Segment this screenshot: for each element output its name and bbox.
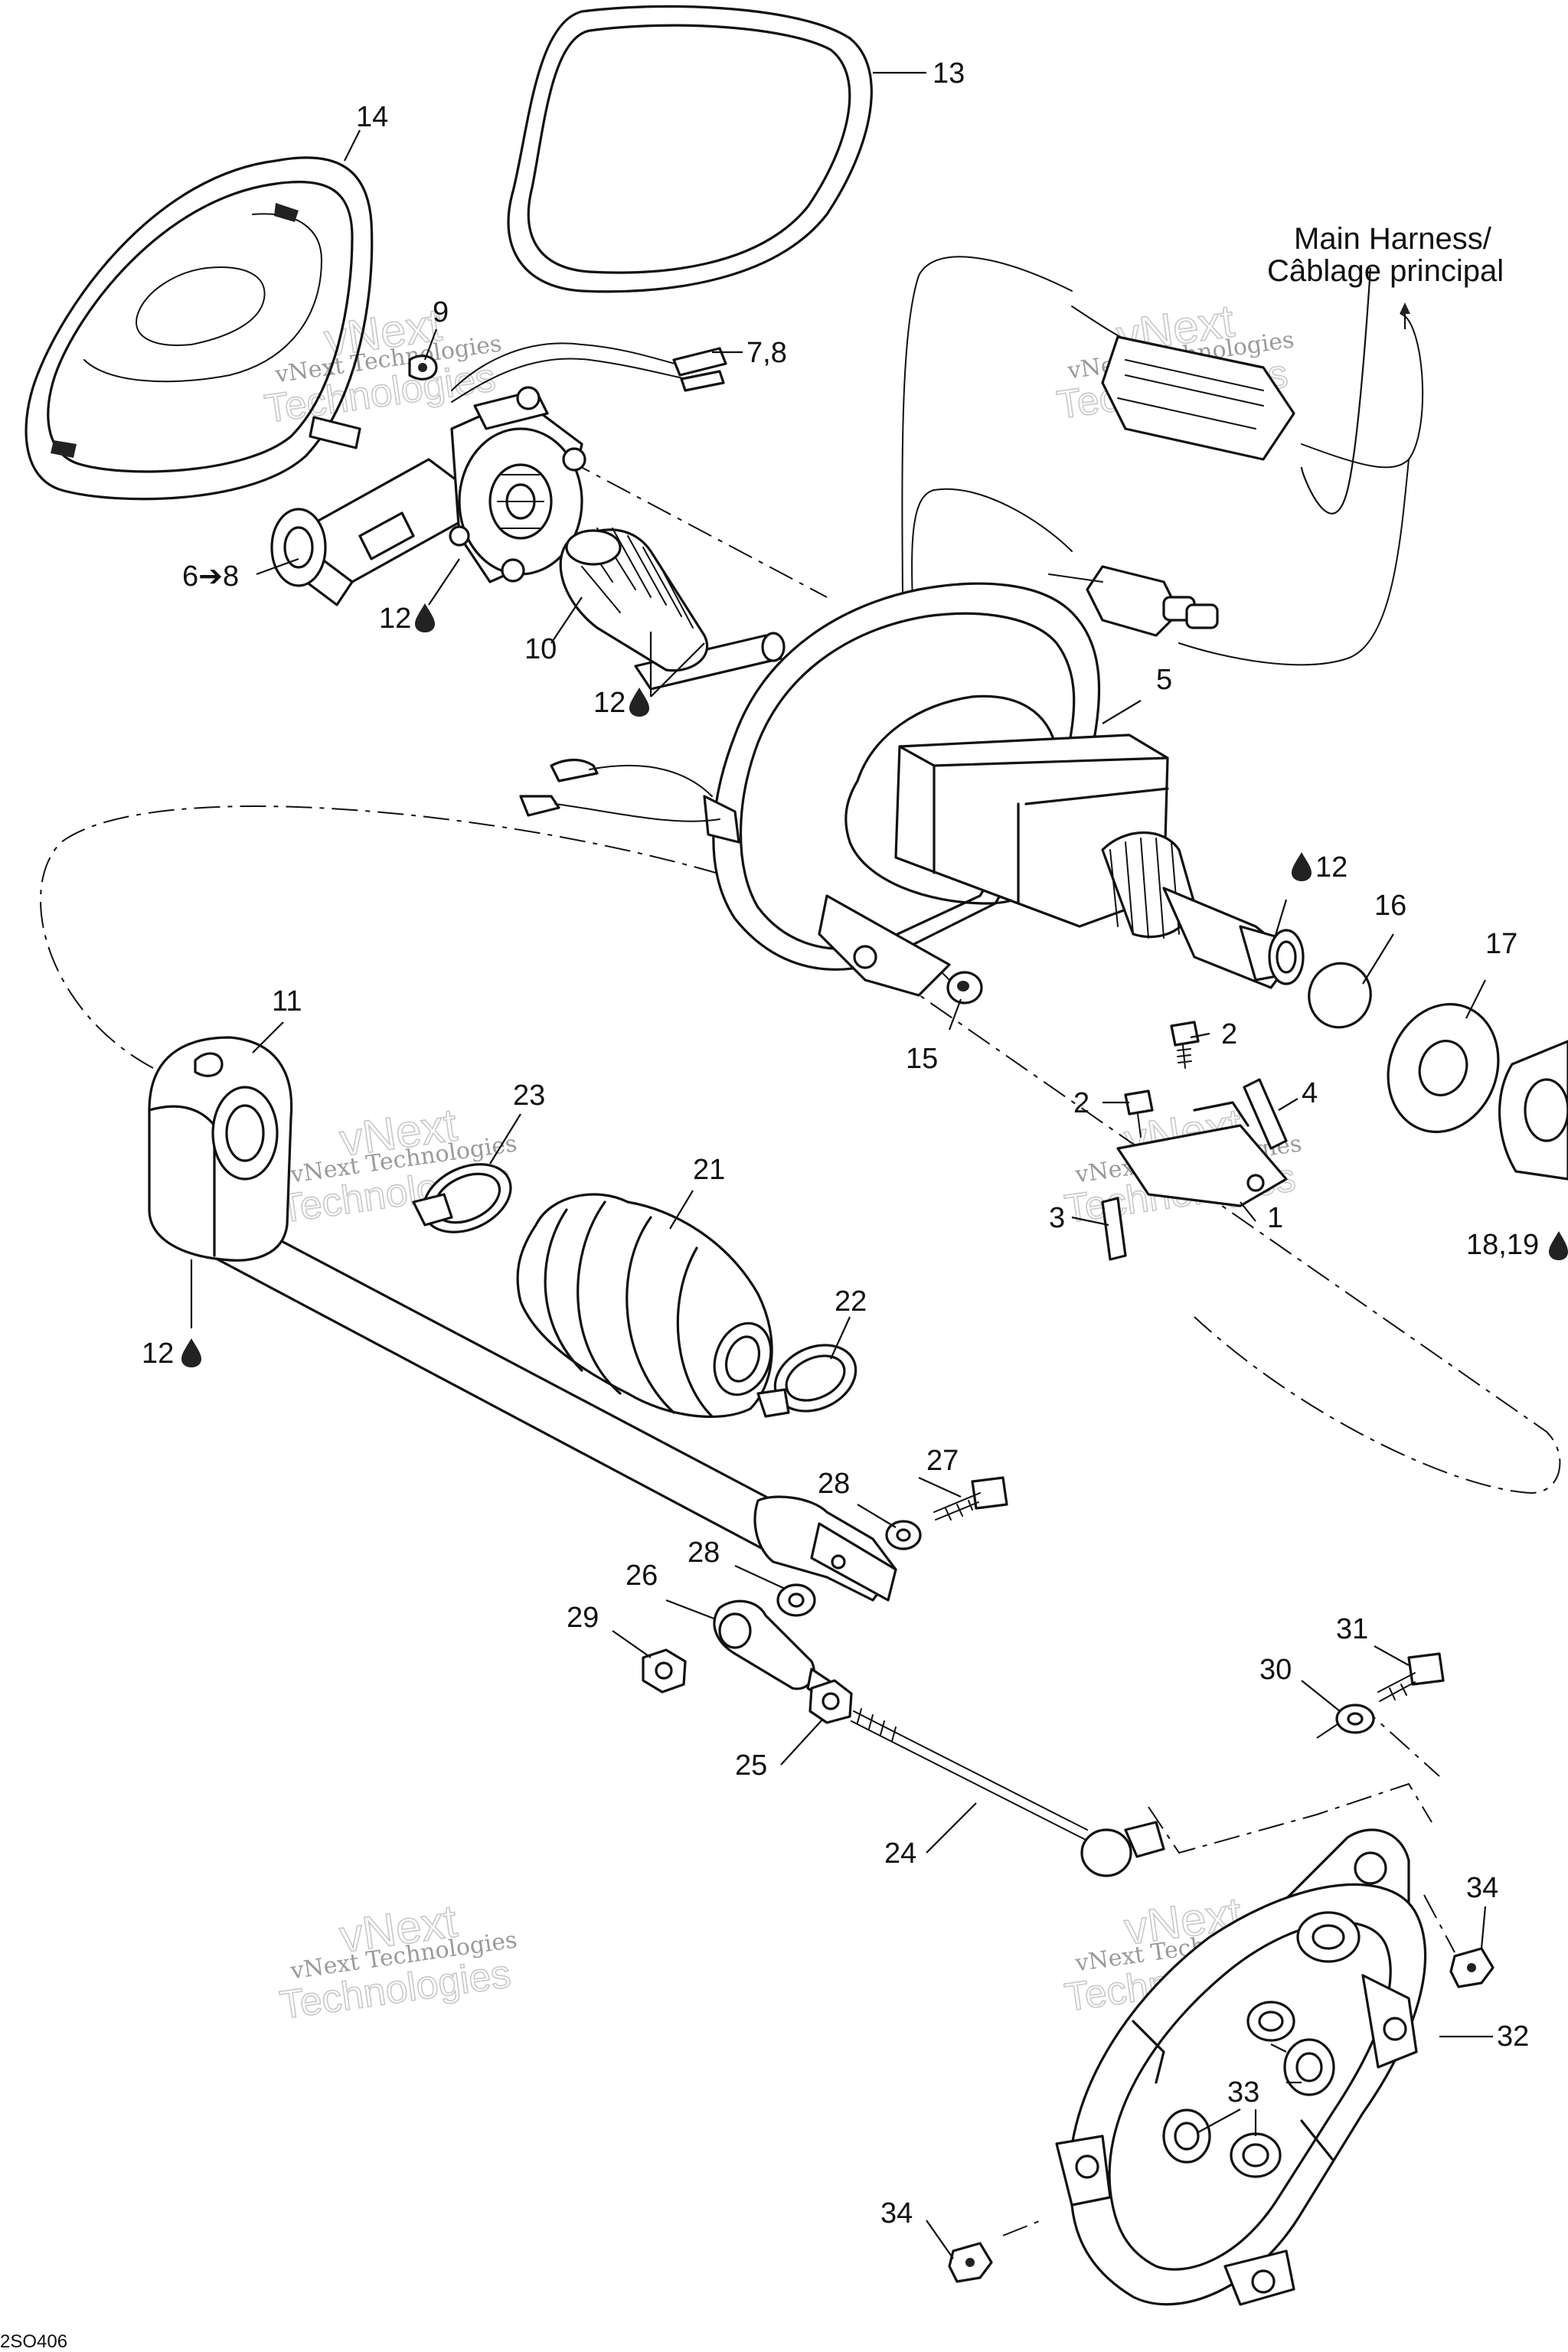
part-30-washer [1335,1704,1375,1734]
part-28-washer-b [776,1583,816,1617]
callout-12-worm: 12 [593,687,626,719]
part-14-motor-cover [24,156,374,501]
watermark-1: vNext vNext Technologies Technologies [261,298,503,432]
oil-drop-icon [181,1338,201,1367]
watermark-5: vNext vNext Technologies Technologies [276,1894,518,2028]
part-15-spacer [946,971,983,1004]
callout-11: 11 [272,985,302,1018]
callout-2-top: 2 [1221,1018,1237,1050]
callout-31: 31 [1336,1613,1368,1645]
callout-12-shaft: 12 [1315,851,1348,884]
part-5-housing [519,256,1424,997]
part-6-motor [270,342,727,606]
drawing-code: 2SO406 [0,2331,67,2352]
oil-drop-icons [181,603,1568,1367]
callout-34-left: 34 [880,2197,913,2230]
part-22-clamp [756,1344,858,1418]
callout-28-top: 28 [818,1468,850,1500]
callout-13: 13 [933,57,965,90]
callout-14: 14 [356,101,388,133]
callout-12-actuator: 12 [142,1338,174,1370]
part-32-housing-ring [1055,1828,1427,2306]
dashdot-bolt2-line [1002,2220,1042,2236]
callout-17: 17 [1485,928,1517,960]
part-11-actuator [148,1036,897,1602]
part-1-bracket [1116,1101,1288,1207]
part-25-nut [808,1679,853,1724]
callout-27: 27 [926,1445,959,1477]
oil-drop-icon [415,603,435,632]
callout-33: 33 [1227,2076,1259,2109]
part-16-o-ring [1308,962,1372,1029]
part-10-worm-gear [559,528,786,691]
callout-5: 5 [1156,664,1172,696]
part-29-nut [642,1648,687,1694]
callout-26: 26 [626,1560,658,1592]
harness-connector-small [1086,565,1181,637]
callout-3: 3 [1049,1202,1065,1234]
callout-2-bottom: 2 [1073,1087,1089,1119]
part-2-screw-top [1170,1021,1200,1069]
callout-28-bottom: 28 [688,1537,720,1569]
part-34-screw-left [948,2242,993,2283]
callout-10: 10 [524,633,557,665]
callout-30: 30 [1259,1654,1292,1686]
part-33-bushing [1162,2001,1335,2178]
oil-drop-icon [1549,1231,1568,1260]
callout-18-19: 18,19 [1466,1229,1539,1261]
part-21-boot [516,1193,773,1419]
dashdot-rod-line [1148,1782,1432,1854]
part-2-screw-bottom [1124,1089,1154,1138]
part-4-key [1243,1078,1288,1150]
part-31-bolt [1377,1652,1445,1702]
harness-arrow-icon [1400,302,1410,329]
callout-15: 15 [906,1043,938,1075]
leader-lines [190,71,1493,2259]
harness-connector-main [1101,335,1295,461]
harness-wire-1 [901,256,1073,728]
part-9-clip [408,354,438,381]
callout-16: 16 [1374,890,1406,922]
part-24-rod [851,1708,1165,1877]
dashdot-axis-line [40,805,1561,1494]
callout-9: 9 [433,296,449,328]
part-3-pin [1101,1197,1127,1261]
callout-34-right: 34 [1466,1872,1498,1904]
main-harness-label: Main Harness/ Câblage principal [1267,222,1504,288]
callout-22: 22 [835,1285,867,1318]
harness-label-line1: Main Harness/ [1294,222,1492,256]
callout-32: 32 [1497,2020,1529,2053]
callout-21: 21 [693,1154,725,1186]
dashdot-motor-line [566,459,828,598]
oil-drop-icon [629,688,649,717]
part-28-washer-a [885,1520,922,1550]
callout-12-motor: 12 [379,603,411,635]
motor-wire [451,342,690,391]
harness-label-line2: Câblage principal [1267,254,1504,288]
callout-7-8: 7,8 [746,337,787,369]
dashdot-bolt-line [1423,1894,1455,1953]
callout-1: 1 [1267,1202,1283,1234]
part-17-washer [1387,1003,1500,1133]
callout-4: 4 [1302,1077,1318,1109]
callout-labels: 13 14 9 7,8 6➔8 12 10 12 5 12 16 17 11 1… [142,57,1539,2230]
part-18-nut [1498,1040,1568,1181]
callout-24: 24 [884,1838,916,1870]
callout-23: 23 [513,1080,545,1112]
part-34-screw-right [1449,1947,1494,1988]
part-27-bolt [933,1476,1008,1521]
callout-25: 25 [735,1749,767,1782]
callout-29: 29 [567,1602,599,1634]
oil-drop-icon [1292,852,1312,881]
callout-6-8: 6➔8 [182,560,239,593]
part-23-clamp [412,1163,512,1233]
dashdot-screw-line [1316,1706,1440,1777]
part-13-belt [507,5,873,293]
